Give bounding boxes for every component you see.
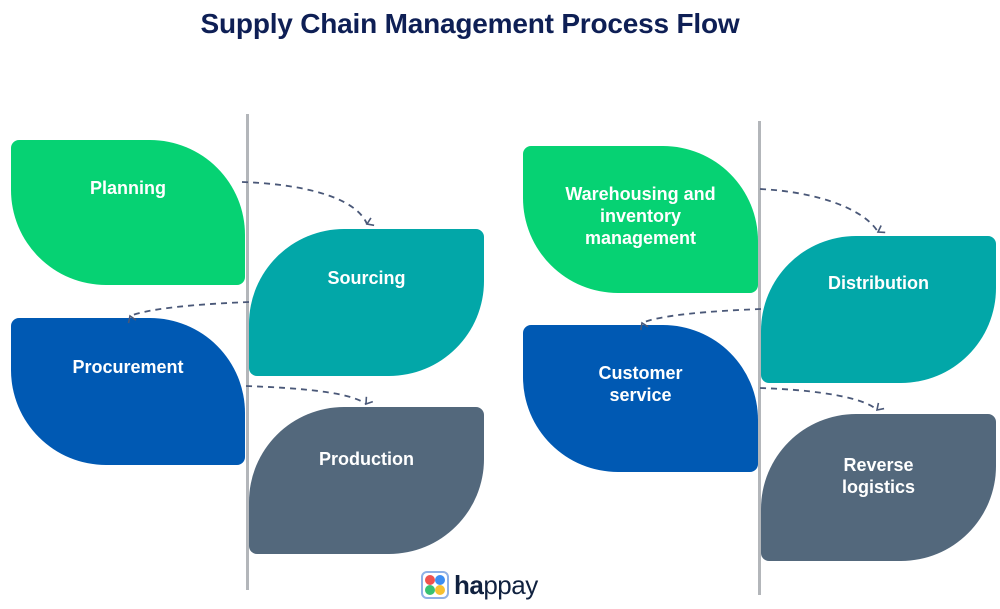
step-label-line: Warehousing and <box>565 184 716 204</box>
step-procurement: Procurement <box>11 318 245 465</box>
arrow-procurement-to-production <box>245 385 374 406</box>
logo-dot-green <box>425 585 435 595</box>
step-label: Sourcing <box>327 268 406 288</box>
step-label-line: service <box>609 385 672 405</box>
step-reverse-logistics: Reverse logistics <box>761 414 996 561</box>
arrow-planning-to-sourcing <box>241 181 375 227</box>
logo-wordmark: happay <box>454 571 538 599</box>
right-timeline-divider <box>758 121 761 595</box>
step-warehousing-inventory: Warehousing and inventory management <box>523 146 758 293</box>
logo-text-light: ppay <box>483 570 538 600</box>
step-production: Production <box>249 407 484 554</box>
step-distribution: Distribution <box>761 236 996 383</box>
happay-logo: happay <box>421 571 538 599</box>
arrow-customer-service-to-reverse-logistics <box>759 387 885 412</box>
step-label: Production <box>319 449 414 469</box>
arrow-sourcing-to-procurement <box>127 301 250 324</box>
logo-text-bold: ha <box>454 570 484 600</box>
logo-dot-red <box>425 575 435 585</box>
step-label-line: logistics <box>841 477 916 497</box>
arrow-distribution-to-customer-service <box>639 308 762 331</box>
logo-dot-yellow <box>435 585 445 595</box>
step-label: Distribution <box>828 273 929 293</box>
step-label-line: inventory <box>599 206 682 226</box>
step-customer-service: Customer service <box>523 325 758 472</box>
step-sourcing: Sourcing <box>249 229 484 376</box>
step-planning: Planning <box>11 140 245 285</box>
happay-logo-icon <box>421 571 449 599</box>
arrow-warehousing-to-distribution <box>759 188 886 234</box>
step-label-line: management <box>584 228 697 248</box>
step-label-line: Reverse <box>843 455 914 475</box>
step-label: Planning <box>90 178 166 198</box>
logo-dot-blue <box>435 575 445 585</box>
left-timeline-divider <box>246 114 249 590</box>
step-label: Procurement <box>72 357 184 377</box>
page-title: Supply Chain Management Process Flow <box>200 8 740 39</box>
step-label-line: Customer <box>598 363 683 383</box>
